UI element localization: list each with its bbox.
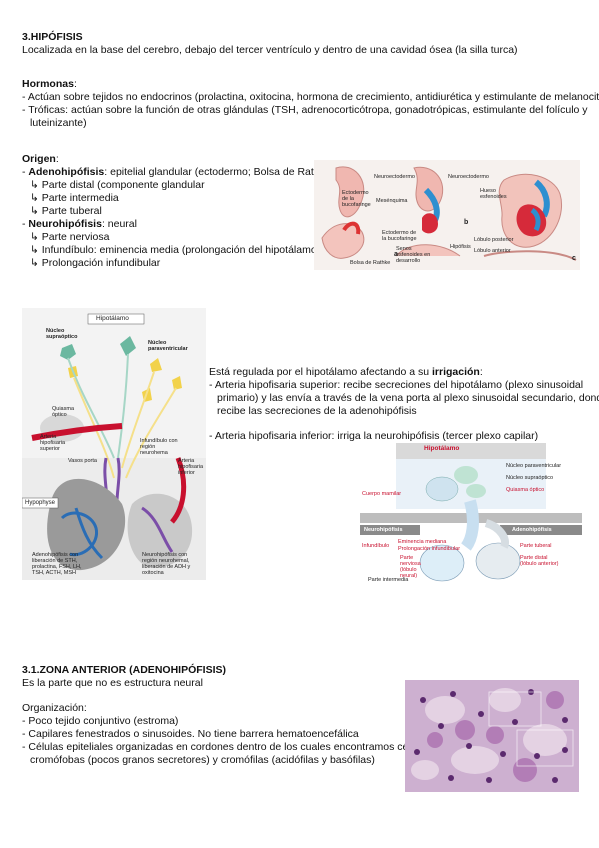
hypo-label: Arteria hipofisaria superior: [40, 434, 66, 452]
hormonas-item: - Actúan sobre tejidos no endocrinos (pr…: [22, 91, 599, 103]
embryo-label: Neuroectodermo: [448, 174, 489, 180]
embryo-label: Hipófisis: [450, 244, 471, 250]
histology-image: [405, 680, 579, 792]
panel-letter: a: [394, 251, 398, 258]
embryo-label: Senos esfenoides en desarrollo: [396, 246, 431, 264]
adeno-subitem-label: Parte intermedia: [41, 192, 119, 204]
schema-label: Parte tuberal: [520, 543, 552, 549]
embryo-label: Lóbulo anterior: [474, 248, 511, 254]
histology-micrograph: [405, 680, 579, 792]
adeno-bold: Adenohipófisis: [28, 166, 105, 178]
hypo-label: Núcleo paraventricular: [148, 340, 188, 352]
neuro-prefix: -: [22, 218, 29, 230]
hypo-label: Vasos porta: [68, 458, 97, 464]
irrigacion-inf-line: - Arteria hipofisaria inferior: irriga l…: [209, 430, 539, 442]
neuro-rest: : neural: [101, 218, 137, 230]
adeno-rest: : epitelial glandular (ectodermo; Bolsa …: [104, 166, 335, 178]
irrigacion-colon: :: [479, 366, 483, 378]
hypothalamus-title: Hipotálamo: [96, 315, 129, 322]
schema-label: Eminencia mediana: [398, 539, 447, 545]
embryo-label: Mesénquima: [376, 198, 408, 204]
embryo-label: Ectodermo de la bucofaringe: [382, 230, 417, 242]
arrow-icon: ↳: [30, 244, 39, 256]
neuro-subitem: ↳ Prolongación infundibular: [30, 257, 160, 271]
embryo-label: Ectodermo de la bucofaringe: [342, 190, 371, 208]
arrow-icon: ↳: [30, 179, 39, 191]
neuro-bold: Neurohipófisis: [28, 218, 102, 230]
hormonas-colon: :: [73, 78, 77, 90]
hypo-label: Neurohipófisis con región neurohemal, li…: [142, 552, 191, 576]
embryo-label: Hueso esfenoides: [480, 188, 507, 200]
hypothalamus-figure: Hipotálamo Núcleo supraóptico Núcleo par…: [22, 308, 206, 580]
hypo-label: Arteria hipofisaria inferior: [178, 458, 204, 476]
hormonas-heading: Hormonas:: [22, 78, 77, 92]
neuro-subitem: ↳ Parte nerviosa: [30, 231, 109, 245]
schema-label: Prolongación infundibular: [398, 546, 461, 552]
hormonas-item: luteinizante): [30, 117, 87, 129]
hypo-label: Adenohipófisis con liberación de STH, pr…: [32, 552, 82, 576]
schema-label: Quiasma óptico: [506, 487, 545, 493]
origen-colon: :: [55, 153, 59, 165]
embryology-figure: Neuroectodermo Neuroectodermo Ectodermo …: [314, 160, 580, 270]
arrow-icon: ↳: [30, 192, 39, 204]
section-title: 3.HIPÓFISIS: [22, 31, 83, 43]
schema-label: Infundíbulo: [362, 543, 390, 549]
hypo-label: Infundíbulo con región neurohema: [140, 438, 178, 456]
panel-letter: b: [464, 219, 469, 226]
origen-label: Origen: [22, 153, 56, 165]
organizacion-item: - Poco tejido conjuntivo (estroma): [22, 715, 179, 727]
pituitary-schema: [360, 443, 582, 582]
section31-title: 3.1.ZONA ANTERIOR (ADENOHIPÓFISIS): [22, 664, 226, 676]
section-intro: Localizada en la base del cerebro, debaj…: [22, 44, 518, 56]
irrigacion-sup-line: recibe las secreciones de la adenohipófi…: [217, 405, 417, 417]
arrow-icon: ↳: [30, 257, 39, 269]
adeno-subitem-label: Parte tuberal: [41, 205, 102, 217]
neuro-subitem: ↳ Infundíbulo: eminencia media (prolonga…: [30, 244, 320, 258]
organizacion-item: - Capilares fenestrados o sinusoides. No…: [22, 728, 359, 740]
organizacion-label: Organización:: [22, 702, 87, 714]
adeno-prefix: -: [22, 166, 29, 178]
adeno-subitem: ↳ Parte intermedia: [30, 192, 119, 206]
irrigacion-lead-text: Está regulada por el hipotálamo afectand…: [209, 366, 432, 378]
hypo-label: Núcleo supraóptico: [46, 328, 78, 340]
neuro-line: - Neurohipófisis: neural: [22, 218, 137, 232]
hypothalamus-illustration: [22, 308, 206, 571]
adeno-subitem-label: Parte distal (componente glandular: [41, 179, 205, 191]
origen-heading: Origen:: [22, 153, 59, 167]
neuro-subitem-label: Parte nerviosa: [41, 231, 110, 243]
organizacion-item: - Células epiteliales organizadas en cor…: [22, 741, 430, 753]
schema-label: Parte distal (lóbulo anterior): [520, 555, 559, 567]
schema-label: Adenohipófisis: [512, 527, 552, 533]
irrigacion-bold: irrigación: [431, 366, 480, 378]
hormonas-item: - Tróficas: actúan sobre la función de o…: [22, 104, 588, 116]
schema-label: Núcleo paraventricular: [506, 463, 562, 469]
schema-label: Parte nerviosa (lóbulo neural): [400, 555, 421, 579]
hypo-label: Quiasma óptico: [52, 406, 75, 418]
adeno-line: - Adenohipófisis: epitelial glandular (e…: [22, 166, 334, 180]
section31-subtitle: Es la parte que no es estructura neural: [22, 677, 203, 689]
schema-label: Cuerpo mamilar: [362, 491, 402, 497]
irrigacion-sup-line: - Arteria hipofisaria superior: recibe s…: [209, 379, 584, 391]
hormonas-label: Hormonas: [22, 78, 74, 90]
schema-label: Núcleo supraóptico: [506, 475, 554, 481]
panel-letter: c: [572, 255, 576, 262]
neuro-subitem-label: Prolongación infundibular: [41, 257, 161, 269]
hypophyse-box: Hypophyse: [25, 500, 56, 506]
irrigacion-sup-line: primario) y las envía a través de la ven…: [217, 392, 599, 404]
organizacion-item: cromófobas (pocos granos secretores) y c…: [30, 754, 375, 766]
embryo-label: Neuroectodermo: [374, 174, 415, 180]
adeno-subitem: ↳ Parte distal (componente glandular: [30, 179, 205, 193]
schema-label: Neurohipófisis: [364, 527, 403, 533]
irrigacion-lead: Está regulada por el hipotálamo afectand…: [209, 366, 483, 380]
embryo-label: Bolsa de Rathke: [350, 260, 391, 266]
arrow-icon: ↳: [30, 231, 39, 243]
pituitary-schema-figure: Hipotálamo Núcleo paraventricular Núcleo…: [360, 443, 582, 585]
schema-title: Hipotálamo: [424, 445, 460, 452]
embryo-label: Lóbulo posterior: [474, 237, 514, 243]
adeno-subitem: ↳ Parte tuberal: [30, 205, 102, 219]
schema-label: Parte intermedia: [368, 577, 409, 583]
embryology-illustration: [321, 166, 577, 261]
neuro-subitem-label: Infundíbulo: eminencia media (prolongaci…: [41, 244, 321, 256]
arrow-icon: ↳: [30, 205, 39, 217]
